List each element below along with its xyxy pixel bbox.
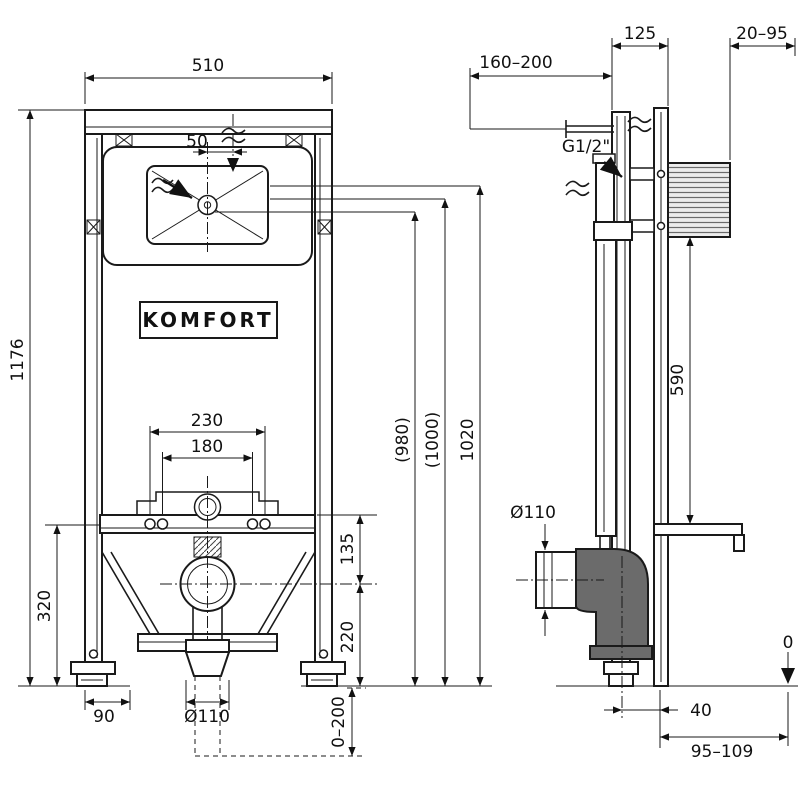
support-arm <box>653 523 745 552</box>
dim-outlet-offset: 40 <box>604 690 712 748</box>
front-view: 510 1176 <box>8 56 492 757</box>
dim-depth: 125 <box>611 24 669 110</box>
dim-drain-dia-front: Ø110 <box>184 680 230 727</box>
frame-structure <box>70 109 492 687</box>
mount-clip-icon <box>115 133 303 147</box>
dim-supply-range: 160–200 <box>469 53 612 129</box>
dim-flush-offset: 50 <box>186 132 247 156</box>
dim-h1000-label: (1000) <box>423 412 443 469</box>
dim-foot-offset: 90 <box>84 690 131 727</box>
dim-lower-height-label: 320 <box>35 590 55 622</box>
dim-leg-range: 0–200 <box>195 687 366 757</box>
dim-h1020-label: 1020 <box>458 418 478 461</box>
dim-h980: (980) <box>215 211 419 686</box>
dim-h980-label: (980) <box>393 417 413 463</box>
dim-outlet-offset-label: 40 <box>690 701 712 721</box>
dim-bolt-inner: 180 <box>162 437 253 514</box>
dim-seat-height: 135 <box>317 514 377 584</box>
rail-clip-icon <box>86 219 332 235</box>
dim-wall-range: 20–95 <box>729 24 796 160</box>
wc-mounting-assembly: 230 180 <box>99 411 316 534</box>
dim-front-height: 1176 <box>8 109 130 687</box>
supply-thread-label: G1/2" <box>562 137 610 157</box>
water-supply-pipe: G1/2" <box>470 116 652 223</box>
dim-seat-height-label: 135 <box>338 533 358 565</box>
dim-lower-height: 320 <box>35 524 99 686</box>
dim-drain-height: 220 <box>338 584 364 686</box>
cistern-side <box>593 221 633 560</box>
dim-depth-label: 125 <box>624 24 656 44</box>
dim-wall-range-label: 20–95 <box>736 24 788 44</box>
dim-bolt-outer-label: 230 <box>191 411 223 431</box>
dim-h1020: 1020 <box>270 185 484 686</box>
brand-label: KOMFORT <box>142 308 273 332</box>
dim-drain-dia-side-label: Ø110 <box>510 503 556 523</box>
dim-front-width: 510 <box>84 56 333 104</box>
dim-outlet-range-label: 95–109 <box>691 742 754 762</box>
dim-foot-offset-label: 90 <box>93 707 115 727</box>
adjustable-feet <box>70 649 492 687</box>
dim-flush-offset-label: 50 <box>186 132 208 152</box>
floor-level-label: 0 <box>783 633 794 653</box>
dim-bolt-outer: 230 <box>149 411 266 514</box>
dim-bracket-height-label: 590 <box>668 364 688 396</box>
drain-elbow-front <box>160 476 377 756</box>
cistern: 50 <box>102 114 313 266</box>
dim-outlet-range: 95–109 <box>660 692 789 762</box>
dim-leg-range-label: 0–200 <box>329 696 349 748</box>
dim-front-width-label: 510 <box>192 56 224 76</box>
dim-h1000: (1000) <box>270 198 449 686</box>
dim-drain-height-label: 220 <box>338 621 358 653</box>
drain-elbow-side <box>516 548 653 718</box>
dim-front-height-label: 1176 <box>8 338 28 381</box>
dim-drain-dia-front-label: Ø110 <box>184 707 230 727</box>
floor-level: 0 <box>556 633 798 687</box>
dim-bolt-inner-label: 180 <box>191 437 223 457</box>
dim-supply-range-label: 160–200 <box>479 53 552 73</box>
brand-plate: KOMFORT <box>139 301 278 339</box>
dim-bracket-height: 590 <box>668 237 694 524</box>
wall-bracket <box>629 162 731 238</box>
dim-drain-dia-side: Ø110 <box>510 503 556 636</box>
side-view: G1/2" 590 <box>469 24 798 762</box>
